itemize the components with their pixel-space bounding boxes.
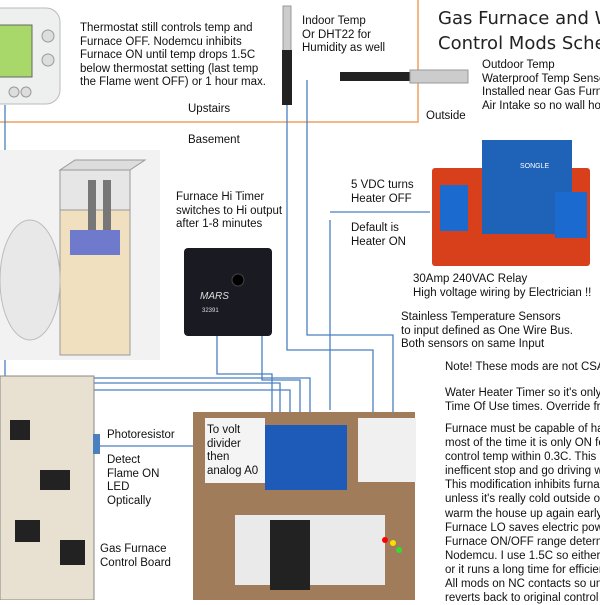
outdoor-temp-probe [340,69,469,84]
thermostat-label: Thermostat still controls temp and Furna… [80,22,266,88]
default-label: Default is Heater ON [351,222,406,248]
hi-timer-image [184,248,272,336]
page-title: Gas Furnace and Wa Control Mods Schem [438,8,600,54]
detect-flame-label: Detect Flame ON LED Optically [107,454,160,507]
timer-brand: MARS [200,291,229,302]
thermostat-image [0,7,61,105]
furnace-illustration [0,150,160,360]
relay-module-image [432,140,590,266]
basement-label: Basement [188,134,240,146]
indoor-temp-probe [282,5,292,105]
control-board-image [0,375,100,600]
furnace-description: Furnace must be capable of har most of t… [445,423,600,605]
control-board-label: Gas Furnace Control Board [100,543,171,569]
upstairs-label: Upstairs [188,103,231,115]
relay-label: 30Amp 240VAC Relay High voltage wiring b… [413,273,592,299]
timer-model: 32391 [202,308,219,314]
relay-brand: SONGLE [520,163,550,170]
hi-timer-label: Furnace Hi Timer switches to Hi output a… [176,191,283,230]
outdoor-temp-label: Outdoor Temp Waterproof Temp Senso Insta… [482,59,600,112]
upstairs-boundary [0,0,419,123]
outside-label: Outside [426,110,466,122]
controller-photo [193,412,416,600]
note-label: Note! These mods are not CSA [445,361,600,373]
stainless-label: Stainless Temperature Sensors to input d… [401,311,573,350]
water-heater-label: Water Heater Timer so it's only Time Of … [445,387,600,413]
vdc-label: 5 VDC turns Heater OFF [351,179,414,205]
indoor-temp-label: Indoor Temp Or DHT22 for Humidity as wel… [302,15,386,54]
photoresistor-label: Photoresistor [107,429,175,441]
volt-divider-label: To volt divider then analog A0 [207,424,259,477]
